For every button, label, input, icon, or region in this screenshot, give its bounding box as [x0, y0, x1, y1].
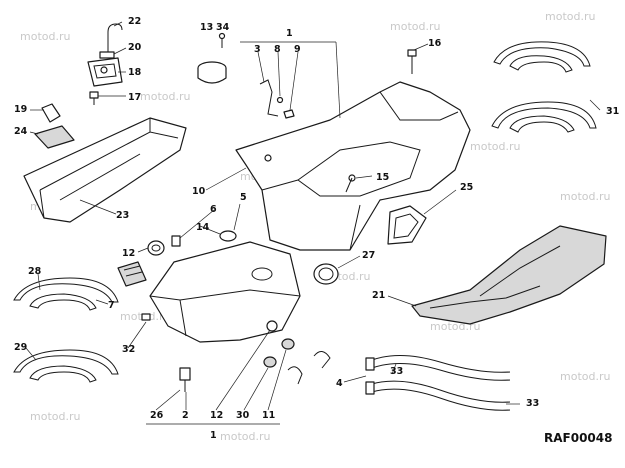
svg-text:motod.ru: motod.ru [220, 430, 270, 443]
callout-27: 27 [362, 250, 375, 261]
callout-22: 22 [128, 16, 141, 27]
leader-lines [25, 21, 601, 425]
callout-33-b: 33 [526, 398, 539, 409]
callout-labels: 1 3 8 9 13 34 22 20 18 17 19 24 23 16 31… [14, 16, 619, 445]
bracket-part [87, 57, 123, 87]
cap-14-part [219, 230, 237, 242]
callout-30: 30 [236, 410, 250, 421]
plug-6-part [171, 235, 181, 247]
svg-text:motod.ru: motod.ru [20, 30, 70, 43]
air-duct-part [23, 117, 187, 223]
callout-32: 32 [122, 344, 135, 355]
callout-20: 20 [128, 42, 142, 53]
callout-23: 23 [116, 210, 129, 221]
ring-part [313, 263, 339, 285]
svg-text:motod.ru: motod.ru [560, 370, 610, 383]
fuel-tank-part [149, 241, 301, 343]
svg-text:motod.ru: motod.ru [390, 20, 440, 33]
callout-1-bottom: 1 [210, 430, 217, 441]
grommet-11-part [281, 338, 295, 350]
callout-5: 5 [240, 192, 247, 203]
callout-7: 7 [108, 300, 115, 311]
small-frame-part [387, 205, 427, 245]
callout-3: 3 [254, 44, 261, 55]
callout-10: 10 [192, 186, 206, 197]
bolt-15-part [345, 174, 356, 193]
callout-12-left: 12 [122, 248, 135, 259]
callout-4: 4 [336, 378, 343, 389]
grommet-30-part [263, 356, 277, 368]
clamp-part [41, 103, 61, 123]
plug-26-part [179, 367, 191, 392]
callout-8: 8 [274, 44, 281, 55]
callout-19: 19 [14, 104, 27, 115]
filler-cap-part [197, 32, 227, 84]
svg-text:motod.ru: motod.ru [545, 10, 595, 23]
callout-14: 14 [196, 222, 210, 233]
callout-21: 21 [372, 290, 385, 301]
callout-33-a: 33 [390, 366, 403, 377]
callout-28: 28 [28, 266, 42, 277]
seal-strip-31a-part [493, 41, 591, 73]
callout-18: 18 [128, 67, 142, 78]
callout-17: 17 [128, 92, 141, 103]
screw-16-part [407, 49, 417, 74]
plate-part [34, 125, 75, 149]
screw-32-part [141, 313, 151, 321]
screw-17-part [89, 91, 99, 105]
callout-24: 24 [14, 126, 28, 137]
clip-part [99, 51, 115, 59]
callout-2: 2 [182, 410, 189, 421]
hose-clamps-part [287, 351, 331, 385]
grommet-12-part [147, 240, 165, 256]
grille-part [117, 261, 147, 287]
svg-text:motod.ru: motod.ru [30, 410, 80, 423]
seal-strip-31b-part [491, 101, 597, 133]
callout-25: 25 [460, 182, 473, 193]
hook-wire-part [107, 23, 123, 55]
body-frame-part [235, 81, 471, 251]
seal-strip-29-part [13, 349, 119, 383]
callout-6: 6 [210, 204, 217, 215]
small-bracket-part [259, 79, 295, 119]
svg-text:motod.ru: motod.ru [470, 140, 520, 153]
callout-13: 13 [200, 22, 213, 33]
seal-strip-28-part [13, 277, 119, 311]
callout-31: 31 [606, 106, 619, 117]
svg-text:motod.ru: motod.ru [560, 190, 610, 203]
callout-16: 16 [428, 38, 442, 49]
callout-29: 29 [14, 342, 27, 353]
svg-text:motod.ru: motod.ru [140, 90, 190, 103]
callout-15: 15 [376, 172, 389, 183]
hoses-part [365, 354, 511, 411]
callout-9: 9 [294, 44, 301, 55]
callout-34: 34 [216, 22, 230, 33]
diagram-code: RAF00048 [544, 431, 612, 445]
callout-1-top: 1 [286, 28, 293, 39]
callout-11: 11 [262, 410, 275, 421]
callout-26: 26 [150, 410, 164, 421]
callout-12-bottom: 12 [210, 410, 223, 421]
seat-cover-part [411, 225, 607, 325]
